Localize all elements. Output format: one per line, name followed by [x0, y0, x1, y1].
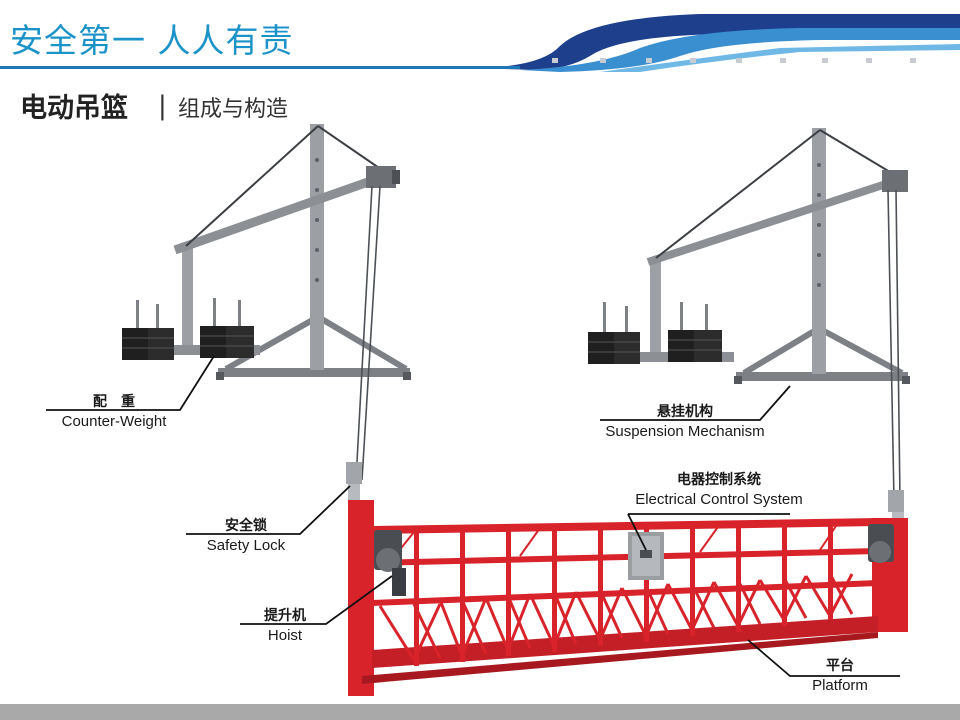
callout-electrical-control-system-cn: 电器控制系统: [677, 472, 761, 488]
callout-hoist-cn: 提升机: [264, 608, 306, 624]
section-subtitle: 组成与构造: [178, 97, 289, 122]
callout-safety-lock-en: Safety Lock: [206, 537, 286, 554]
callout-platform-cn: 平台: [826, 658, 854, 674]
right-safety-lock: [888, 490, 904, 512]
callout-safety-lock: 安全锁 Safety Lock: [196, 516, 296, 556]
section-title: 电动吊篮: [20, 93, 128, 124]
banner-title: 安全第一 人人有责: [10, 21, 294, 60]
callout-hoist: 提升机 Hoist: [250, 606, 320, 646]
section-separator: |: [158, 91, 167, 121]
callout-suspension-mechanism: 悬挂机构 Suspension Mechanism: [600, 402, 770, 442]
callout-platform-en: Platform: [812, 677, 868, 694]
callout-safety-lock-cn: 安全锁: [225, 518, 267, 534]
right-counterweights: [588, 302, 722, 364]
callout-electrical-control-system-en: Electrical Control System: [635, 491, 803, 508]
left-hoist: [374, 530, 406, 596]
left-counterweights: [122, 298, 254, 360]
left-suspension-mechanism: [122, 124, 411, 481]
right-hoist: [868, 524, 894, 563]
callout-counterweight-en: Counter-Weight: [61, 413, 167, 430]
banner-swoosh: [470, 14, 960, 72]
right-suspension-mechanism: [588, 128, 910, 501]
callout-counterweight: 配 重 Counter-Weight: [52, 392, 176, 432]
electrical-control-box: [628, 532, 664, 580]
callout-hoist-en: Hoist: [267, 627, 303, 644]
callout-platform: 平台 Platform: [798, 656, 882, 696]
footer-bar: [0, 704, 960, 720]
callout-suspension-mechanism-cn: 悬挂机构: [657, 404, 713, 420]
callout-counterweight-cn: 配 重: [93, 394, 135, 410]
banner-rule: [0, 66, 520, 69]
callout-leader-lines: [46, 355, 900, 677]
callout-suspension-mechanism-en: Suspension Mechanism: [605, 423, 765, 440]
left-safety-lock: [346, 462, 362, 484]
callout-electrical-control-system: 电器控制系统 Electrical Control System: [628, 470, 810, 510]
work-platform: [348, 478, 908, 696]
